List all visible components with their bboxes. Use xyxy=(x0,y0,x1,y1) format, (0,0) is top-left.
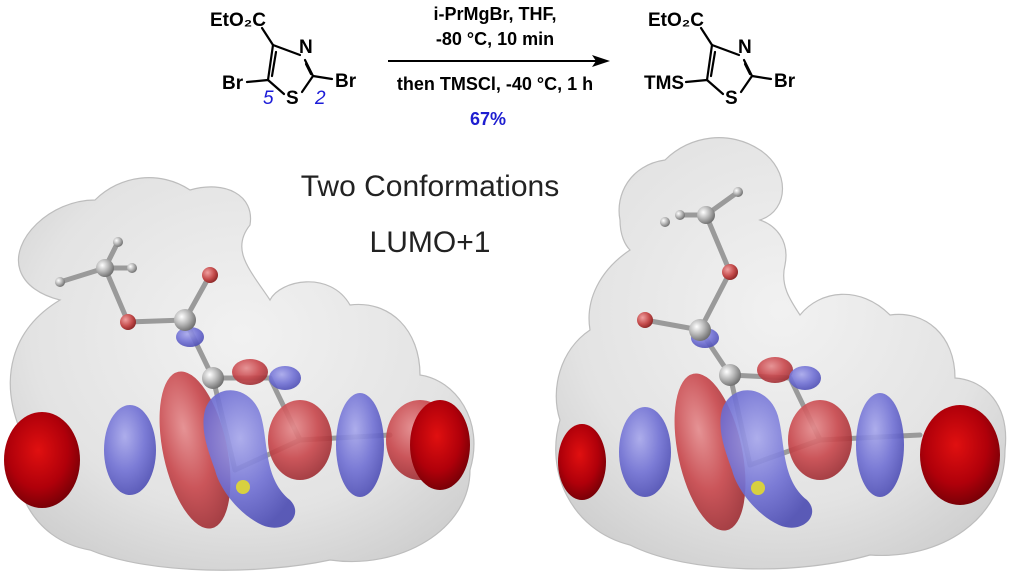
reaction-conditions: i-PrMgBr, THF, -80 °C, 10 min then TMSCl… xyxy=(397,4,593,129)
orbital-lobe-negative xyxy=(269,366,301,390)
oxygen-atom xyxy=(637,312,653,328)
hydrogen-atom xyxy=(733,187,743,197)
hydrogen-atom xyxy=(127,263,137,273)
reactant-ester-label: EtO₂C xyxy=(210,10,266,31)
hydrogen-atom xyxy=(55,277,65,287)
orbital-lobe-negative xyxy=(789,366,821,390)
bromine-atom-right xyxy=(410,400,470,490)
orbital-lobe-negative xyxy=(720,390,813,528)
oxygen-atom xyxy=(202,267,218,283)
carbon-atom xyxy=(719,364,741,386)
reactant-sulfur-label: S xyxy=(286,88,299,109)
orbital-lobe-negative xyxy=(104,405,156,495)
bromine-atom-right xyxy=(920,405,1000,505)
bromine-atom-left xyxy=(4,412,80,508)
orbital-lobe-positive xyxy=(232,359,268,385)
carbon-atom xyxy=(174,309,196,331)
bromine-atom-left xyxy=(558,424,606,500)
conditions-line-3: then TMSCl, -40 °C, 1 h xyxy=(397,74,593,94)
carbon-atom xyxy=(689,319,711,341)
orbital-label: LUMO+1 xyxy=(370,226,491,259)
orbital-lobe-negative xyxy=(619,407,671,497)
reaction-arrow xyxy=(388,55,610,67)
orbital-lobe-positive xyxy=(757,357,793,383)
yield-label: 67% xyxy=(470,109,506,129)
conditions-line-2: -80 °C, 10 min xyxy=(436,29,554,49)
orbital-lobe-negative xyxy=(176,327,204,347)
hydrogen-atom xyxy=(675,210,685,220)
orbital-lobe-negative xyxy=(203,390,296,528)
orbital-lobe-negative xyxy=(336,393,384,497)
orbital-lobe-negative xyxy=(856,393,904,497)
product-nitrogen-label: N xyxy=(738,37,752,58)
oxygen-atom xyxy=(722,264,738,280)
product-ester-label: EtO₂C xyxy=(648,10,704,31)
product-structure: EtO₂C N S TMS Br xyxy=(644,10,796,109)
product-tms-label: TMS xyxy=(644,73,684,94)
hydrogen-atom xyxy=(660,217,670,227)
oxygen-atom xyxy=(120,314,136,330)
reactant-structure: EtO₂C N S Br Br 5 2 xyxy=(210,10,357,109)
carbon-atom xyxy=(202,367,224,389)
reactant-nitrogen-label: N xyxy=(299,37,313,58)
conformations-title: Two Conformations xyxy=(301,170,559,203)
product-bromine-label: Br xyxy=(774,71,796,92)
position-2-label: 2 xyxy=(314,88,326,109)
conformer-left-model xyxy=(4,177,475,571)
orbital-lobe-positive xyxy=(788,400,852,480)
sulfur-atom xyxy=(751,481,765,495)
product-sulfur-label: S xyxy=(725,88,738,109)
conformer-right-model xyxy=(555,137,1007,570)
reactant-bromine-5-label: Br xyxy=(222,73,244,94)
conditions-line-1: i-PrMgBr, THF, xyxy=(433,4,556,24)
hydrogen-atom xyxy=(113,237,123,247)
carbon-atom xyxy=(697,206,715,224)
position-5-label: 5 xyxy=(263,88,274,109)
orbital-lobe-positive xyxy=(268,400,332,480)
reactant-bromine-2-label: Br xyxy=(335,71,357,92)
sulfur-atom xyxy=(236,480,250,494)
carbon-atom xyxy=(96,259,114,277)
